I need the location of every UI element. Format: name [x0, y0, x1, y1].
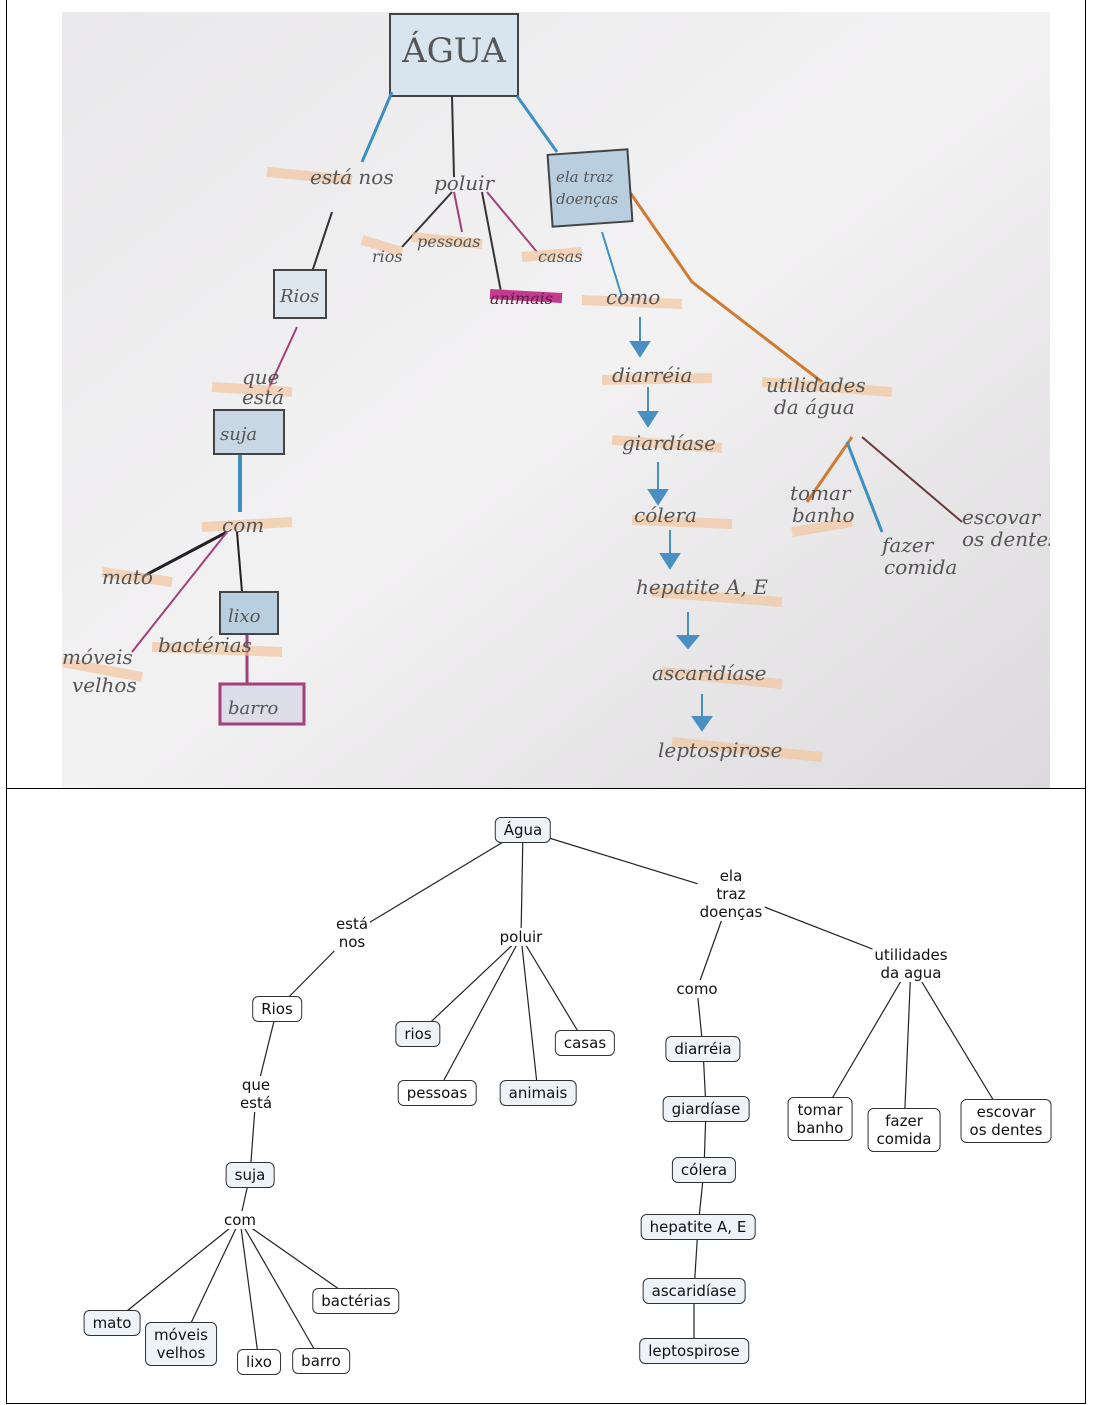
svg-text:comida: comida	[884, 555, 957, 579]
svg-text:animais: animais	[490, 289, 553, 308]
link-phrase-poluir: poluir	[497, 928, 545, 946]
link-line-com-lixo	[239, 1219, 260, 1363]
link-line-agua-esta_nos	[351, 829, 524, 934]
concept-node-hepatite: hepatite A, E	[640, 1214, 756, 1240]
link-line-com-mato	[111, 1219, 241, 1324]
link-line-poluir-animais	[520, 936, 539, 1094]
concept-node-pessoas: pessoas	[397, 1080, 477, 1106]
concept-node-casas: casas	[554, 1030, 616, 1056]
svg-text:doenças: doenças	[556, 190, 619, 208]
table-divider	[6, 788, 1086, 789]
concept-node-agua: Água	[494, 817, 552, 843]
link-line-agua-ela_traz	[522, 829, 732, 895]
concept-node-ascaridiase: ascaridíase	[642, 1278, 746, 1304]
concept-node-barro: barro	[292, 1348, 350, 1374]
concept-node-lixo: lixo	[237, 1349, 281, 1375]
link-line-poluir-pessoas	[436, 936, 522, 1094]
link-line-poluir-rios	[417, 936, 522, 1035]
concept-node-rios: rios	[395, 1021, 441, 1047]
link-line-utilidades-tomar	[819, 963, 912, 1120]
concept-node-rios-main: Rios	[252, 996, 302, 1022]
concept-node-leptospirose: leptospirose	[639, 1338, 749, 1364]
link-line-com-barro	[239, 1219, 322, 1362]
link-phrase-como: como	[674, 980, 720, 998]
svg-text:com: com	[222, 513, 264, 537]
concept-node-diarreia: diarréia	[665, 1036, 741, 1062]
svg-text:escovar: escovar	[962, 505, 1042, 529]
link-line-utilidades-fazer	[903, 963, 912, 1131]
svg-text:suja: suja	[220, 424, 257, 445]
svg-text:tomar: tomar	[790, 481, 852, 505]
svg-text:poluir: poluir	[434, 171, 496, 195]
hand-drawn-map-photo: ÁGUA	[62, 12, 1050, 788]
photo-label-esta-nos: está nos	[310, 165, 394, 189]
svg-text:utilidades: utilidades	[766, 373, 866, 397]
svg-text:mato: mato	[102, 565, 153, 589]
svg-text:velhos: velhos	[72, 673, 137, 697]
concept-node-mato: mato	[83, 1310, 141, 1336]
svg-text:cólera: cólera	[634, 503, 697, 527]
svg-text:que: que	[242, 365, 280, 389]
link-line-utilidades-escovar	[910, 963, 1007, 1122]
svg-text:hepatite A, E: hepatite A, E	[636, 575, 768, 599]
svg-text:ela traz: ela traz	[556, 168, 614, 186]
link-line-poluir-casas	[520, 936, 586, 1044]
svg-text:fazer: fazer	[880, 533, 935, 557]
table-frame	[6, 0, 1086, 1404]
link-line-com-bacterias	[239, 1219, 357, 1302]
svg-text:móveis: móveis	[62, 645, 133, 669]
svg-text:da água: da água	[774, 395, 855, 419]
svg-text:diarréia: diarréia	[612, 363, 692, 387]
svg-text:barro: barro	[228, 698, 278, 719]
concept-node-colera: cólera	[671, 1157, 737, 1183]
concept-node-animais: animais	[499, 1080, 577, 1106]
link-phrase-com: com	[221, 1211, 259, 1229]
svg-text:os dentes: os dentes	[962, 527, 1050, 551]
svg-text:bactérias: bactérias	[158, 633, 252, 657]
concept-node-giardiase: giardíase	[662, 1096, 750, 1122]
concept-node-bacterias: bactérias	[312, 1288, 400, 1314]
concept-node-suja: suja	[225, 1162, 275, 1188]
svg-text:ascaridíase: ascaridíase	[652, 661, 767, 685]
photo-title: ÁGUA	[401, 30, 506, 71]
svg-text:rios: rios	[372, 247, 403, 266]
svg-text:banho: banho	[792, 503, 855, 527]
link-line-agua-poluir	[520, 829, 524, 938]
svg-text:Rios: Rios	[279, 286, 319, 307]
svg-text:giardíase: giardíase	[622, 431, 716, 455]
svg-text:está: está	[242, 385, 284, 409]
svg-text:pessoas: pessoas	[417, 232, 481, 251]
svg-text:lixo: lixo	[228, 606, 261, 627]
svg-text:leptospirose: leptospirose	[658, 738, 782, 762]
photo-drawing: ÁGUA	[62, 12, 1050, 788]
svg-text:como: como	[606, 285, 660, 309]
svg-text:casas: casas	[538, 247, 582, 266]
